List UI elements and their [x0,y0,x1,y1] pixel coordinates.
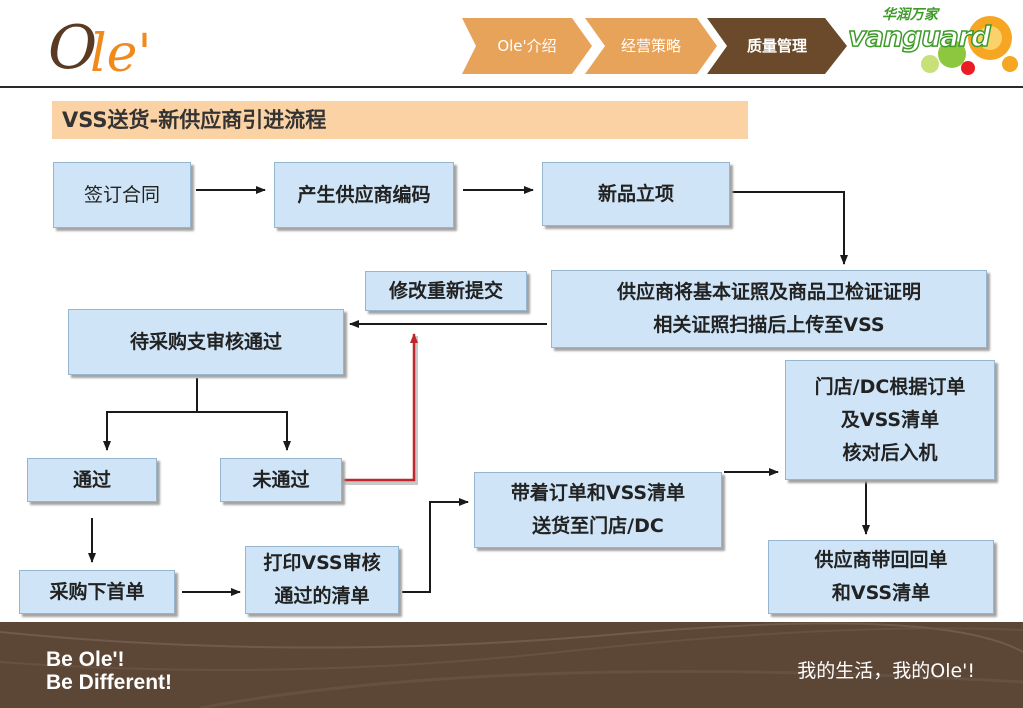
box-label: 签订合同 [83,183,160,206]
chevron-shape-icon [462,18,592,74]
box-label-line3: 核对后入机 [842,441,938,464]
fruit-graphic-icon [921,16,1018,75]
box-label-line1: 供应商将基本证照及商品卫检证证明 [616,281,921,303]
vanguard-logo: 华润万家 vanguard [840,4,1020,80]
box-label: 待采购支审核通过 [129,330,282,353]
box-deliver-to-store: 带着订单和VSS清单 送货至门店/DC [474,472,722,548]
box-not-passed: 未通过 [220,458,342,502]
footer-tagline: 我的生活，我的Ole'! [797,660,975,682]
nav-step-label: 质量管理 [746,37,807,55]
header-divider [0,86,1023,88]
box-label: 修改重新提交 [388,279,503,302]
box-store-check-in: 门店/DC根据订单 及VSS清单 核对后入机 [785,360,995,480]
box-label-line1: 供应商带回回单 [814,549,948,571]
box-upload-licenses: 供应商将基本证照及商品卫检证证明 相关证照扫描后上传至VSS [551,270,987,348]
arrow-pending-to-notpassed [197,411,291,451]
page-title: VSS送货-新供应商引进流程 [62,108,327,132]
box-revise-resubmit: 修改重新提交 [365,271,527,311]
box-generate-supplier-code: 产生供应商编码 [274,162,454,228]
nav-step-strategy[interactable]: 经营策略 [585,18,717,74]
ole-logo: O le' [48,13,158,84]
arrow-reject-to-resubmit [342,333,418,482]
box-label-line1: 门店/DC根据订单 [814,375,966,398]
chevron-shape-icon [585,18,717,74]
nav-step-ole-intro[interactable]: Ole'介绍 [462,18,592,74]
box-label: 采购下首单 [49,580,145,603]
brand-english: vanguard [847,19,991,54]
box-first-purchase-order: 采购下首单 [19,570,175,614]
arrow-pending-to-passed [103,378,198,451]
box-label-line2: 送货至门店/DC [532,515,664,537]
arrow-newproduct-to-upload [732,191,848,265]
footer-swoosh-icon [0,622,1023,708]
logo-letters-le: le' [90,24,152,84]
page-title-banner: VSS送货-新供应商引进流程 [52,101,748,139]
nav-step-label: 经营策略 [620,37,681,55]
box-label: 产生供应商编码 [297,183,431,206]
nav-step-label: Ole'介绍 [497,37,557,55]
chevron-shape-icon [707,18,847,74]
footer-slogan-line2: Be Different! [46,671,173,694]
logo-letter-o: O [48,13,98,83]
box-label-line2: 通过的清单 [274,585,370,607]
box-label-line2: 及VSS清单 [840,408,940,431]
box-new-product-project: 新品立项 [542,162,730,226]
box-sign-contract: 签订合同 [53,162,191,228]
box-label-line1: 打印VSS审核 [263,552,381,574]
footer-band [0,622,1023,708]
box-label: 通过 [72,468,111,491]
box-label: 未通过 [252,468,310,491]
box-label-line2: 相关证照扫描后上传至VSS [653,314,885,336]
brand-chinese: 华润万家 [882,7,938,23]
footer-slogan-line1: Be Ole'! [46,648,125,671]
arrow-print-to-deliver [402,498,469,593]
box-label: 新品立项 [597,182,674,205]
box-passed: 通过 [27,458,157,502]
box-supplier-return-receipt: 供应商带回回单 和VSS清单 [768,540,994,614]
box-print-vss-list: 打印VSS审核 通过的清单 [245,546,399,614]
box-label-line1: 带着订单和VSS清单 [510,482,686,504]
nav-step-quality[interactable]: 质量管理 [707,18,847,74]
box-label-line2: 和VSS清单 [831,582,931,604]
box-pending-buyer-review: 待采购支审核通过 [68,309,344,375]
